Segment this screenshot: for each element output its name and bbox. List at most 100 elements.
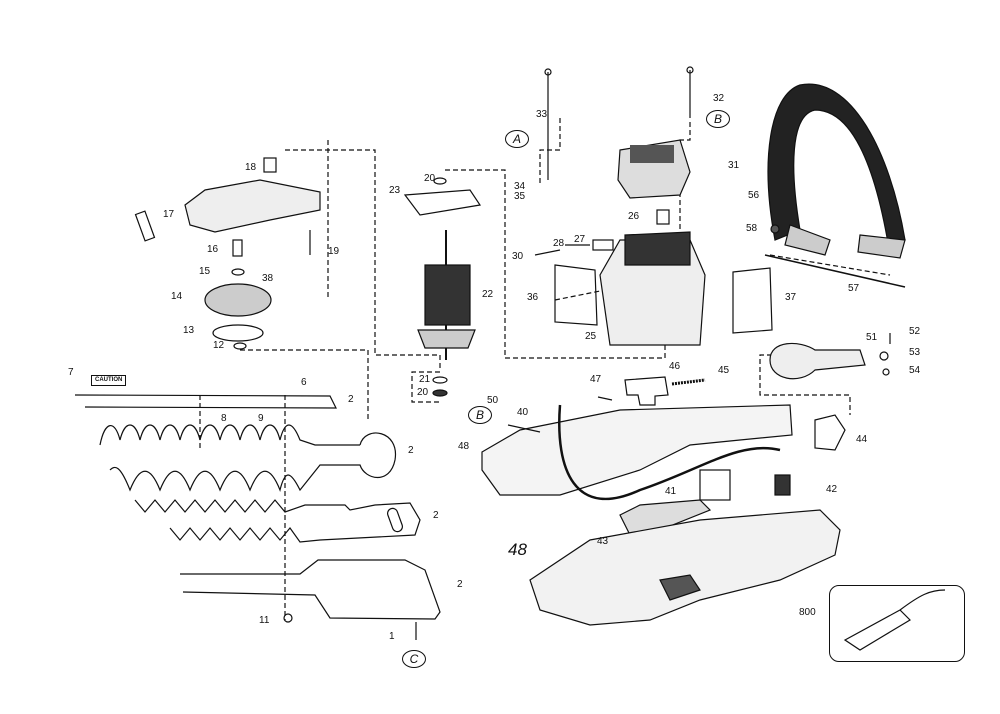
part-label: 27 — [574, 234, 586, 245]
housing-grip — [659, 574, 701, 601]
part-label: 40 — [517, 407, 529, 418]
capacitor-41 — [699, 469, 731, 501]
blade-plate-2 — [180, 559, 441, 620]
bolt-57 — [764, 254, 906, 288]
washer-15 — [231, 268, 245, 276]
armature-fan — [417, 329, 476, 349]
reference-circle: A — [505, 130, 529, 148]
washer-21 — [432, 376, 448, 384]
brush-holder — [624, 231, 691, 266]
switch-trigger-46 — [624, 376, 669, 406]
cord-40 — [558, 404, 781, 501]
part-label: 2 — [457, 579, 463, 590]
bearing-plate-13 — [212, 324, 264, 342]
part-label: 22 — [482, 289, 494, 300]
end-cap-vents — [630, 145, 674, 163]
nut-54 — [882, 368, 890, 376]
screw-50 — [507, 424, 541, 433]
pin-16 — [232, 239, 243, 257]
part-label: 38 — [262, 273, 274, 284]
part-label: 21 — [419, 374, 431, 385]
gear-14 — [204, 283, 272, 317]
part-label: 7 — [68, 367, 74, 378]
part-label: 1 — [389, 631, 395, 642]
part-label-large: 48 — [508, 540, 527, 559]
clamp-53 — [879, 351, 889, 361]
part-label: 11 — [259, 615, 270, 626]
part-label: 37 — [785, 292, 797, 303]
part-label: 41 — [665, 486, 677, 497]
spring-47 — [597, 396, 613, 401]
part-label: 2 — [348, 394, 354, 405]
part-label: 12 — [213, 340, 225, 351]
part-label: 58 — [746, 223, 758, 234]
part-label: 32 — [713, 93, 725, 104]
part-label: 8 — [221, 413, 227, 424]
tool-800 — [843, 589, 946, 651]
reference-circle: C — [402, 650, 426, 668]
part-label: 35 — [514, 191, 526, 202]
part-label: 2 — [408, 445, 414, 456]
part-label: 42 — [826, 484, 838, 495]
part-label: 51 — [866, 332, 878, 343]
part-label: 26 — [628, 211, 640, 222]
part-label: 23 — [389, 185, 401, 196]
part-label: 34 — [514, 181, 526, 192]
part-label: 36 — [527, 292, 539, 303]
washer-12 — [233, 342, 247, 350]
washer-20b — [432, 389, 448, 397]
reference-circle: B — [468, 406, 492, 424]
part-label: 30 — [512, 251, 524, 262]
part-label: 16 — [207, 244, 219, 255]
part-label: 57 — [848, 283, 860, 294]
part-label: 6 — [301, 377, 307, 388]
inset-box-800 — [829, 585, 965, 662]
part-label: 56 — [748, 190, 760, 201]
part-label: 20 — [424, 173, 436, 184]
part-label: 33 — [536, 109, 548, 120]
handle-feet — [784, 224, 906, 259]
brush-spring — [534, 244, 590, 256]
reference-circle: B — [706, 110, 730, 128]
connector-51 — [769, 342, 866, 380]
part-label: 18 — [245, 162, 257, 173]
part-label: 19 — [328, 246, 340, 257]
part-label: 28 — [553, 238, 565, 249]
part-label: 44 — [856, 434, 868, 445]
part-label: 45 — [718, 365, 730, 376]
brush-holder-27 — [592, 239, 614, 251]
blade-guard-2 — [74, 394, 337, 409]
screw-32 — [686, 66, 694, 118]
blade-slot — [387, 507, 403, 533]
part-label: 17 — [163, 209, 175, 220]
part-label: 52 — [909, 326, 921, 337]
armature-22 — [424, 264, 471, 326]
part-label: 20 — [417, 387, 429, 398]
part-label: 2 — [433, 510, 439, 521]
part-label: 47 — [590, 374, 602, 385]
part-label: 15 — [199, 266, 211, 277]
insulator-37 — [732, 267, 773, 334]
part-label: 31 — [728, 160, 740, 171]
baffle-23 — [403, 189, 482, 216]
part-label: 43 — [597, 536, 609, 547]
part-label: 48 — [458, 441, 470, 452]
part-label: 14 — [171, 291, 183, 302]
blade-upper-2 — [99, 424, 396, 492]
bearing-18 — [263, 157, 277, 173]
switch-44 — [814, 414, 846, 451]
insulator-36 — [554, 264, 598, 326]
washer-20 — [433, 177, 447, 185]
long-screw-33 — [544, 68, 552, 180]
gear-case-17 — [184, 179, 321, 233]
part-label: 50 — [487, 395, 499, 406]
spring-45 — [671, 378, 706, 386]
part-label: 46 — [669, 361, 681, 372]
part-label: 54 — [909, 365, 921, 376]
part-label: 800 — [799, 607, 816, 618]
blade-lower-2 — [134, 499, 421, 543]
part-label: 25 — [585, 331, 597, 342]
nut-11 — [283, 613, 293, 623]
housing-half-48-large — [529, 509, 841, 626]
